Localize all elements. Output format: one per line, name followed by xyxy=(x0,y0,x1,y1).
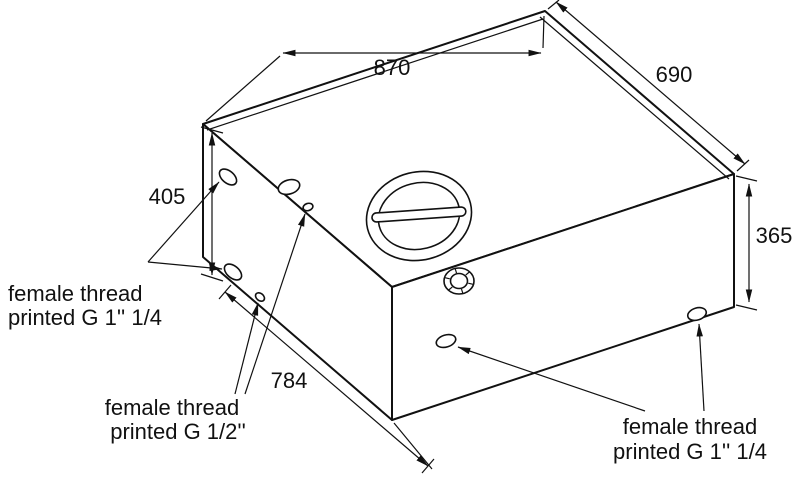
extension-line xyxy=(547,0,560,10)
pointer-line xyxy=(147,181,220,263)
dimension-405: 405 xyxy=(149,126,224,282)
annotation-center-line2: printed G 1/2'' xyxy=(110,419,246,444)
screw-fitting-knurl xyxy=(444,268,474,294)
filler-cap-handle-slot xyxy=(371,206,467,223)
extension-line xyxy=(542,15,545,49)
annotation-center-thread: female thread printed G 1/2'' xyxy=(105,213,306,444)
thread-fitting-upper-left xyxy=(218,168,238,186)
annotation-right-thread: female thread printed G 1'' 1/4 xyxy=(457,323,767,464)
pointer-line xyxy=(244,213,306,395)
extension-line xyxy=(200,126,224,134)
extension-line xyxy=(393,422,433,470)
rim-edge-line xyxy=(206,18,544,131)
annotation-right-line2: printed G 1'' 1/4 xyxy=(613,439,767,464)
extension-line xyxy=(735,175,758,182)
annotation-right-line1: female thread xyxy=(623,414,758,439)
filler-cap xyxy=(365,170,473,262)
dimension-365: 365 xyxy=(735,175,793,311)
thread-fitting-front-right xyxy=(686,306,708,322)
extension-line xyxy=(735,304,758,311)
pointer-line xyxy=(457,346,646,412)
screw-fitting xyxy=(443,267,475,295)
pointer-line xyxy=(147,261,223,272)
thread-fitting-lower-left xyxy=(223,263,243,281)
thread-fitting-top-face xyxy=(277,178,301,196)
dimension-405-value: 405 xyxy=(149,184,186,209)
annotation-center-line1: female thread xyxy=(105,395,240,420)
extension-line xyxy=(205,55,281,122)
screw-fitting-inner xyxy=(449,272,469,290)
extension-line xyxy=(736,159,750,172)
dimension-line xyxy=(224,291,429,467)
annotation-left-line2: printed G 1'' 1/4 xyxy=(8,305,162,330)
pointer-line xyxy=(696,323,705,412)
extension-line xyxy=(200,273,224,282)
dimension-870: 870 xyxy=(205,15,545,122)
annotation-left-thread: female thread printed G 1'' 1/4 xyxy=(8,181,223,330)
dimension-784: 784 xyxy=(218,284,435,474)
annotation-left-line1: female thread xyxy=(8,281,143,306)
thread-fitting-small-top xyxy=(302,202,314,212)
pointer-line xyxy=(234,302,259,395)
dimension-line xyxy=(555,1,746,165)
dimension-690-value: 690 xyxy=(656,62,693,87)
dimension-365-value: 365 xyxy=(756,223,793,248)
dimension-870-value: 870 xyxy=(374,55,411,80)
thread-fitting-front-left xyxy=(435,333,457,349)
dimension-784-value: 784 xyxy=(271,368,308,393)
dimension-690: 690 xyxy=(547,0,750,172)
